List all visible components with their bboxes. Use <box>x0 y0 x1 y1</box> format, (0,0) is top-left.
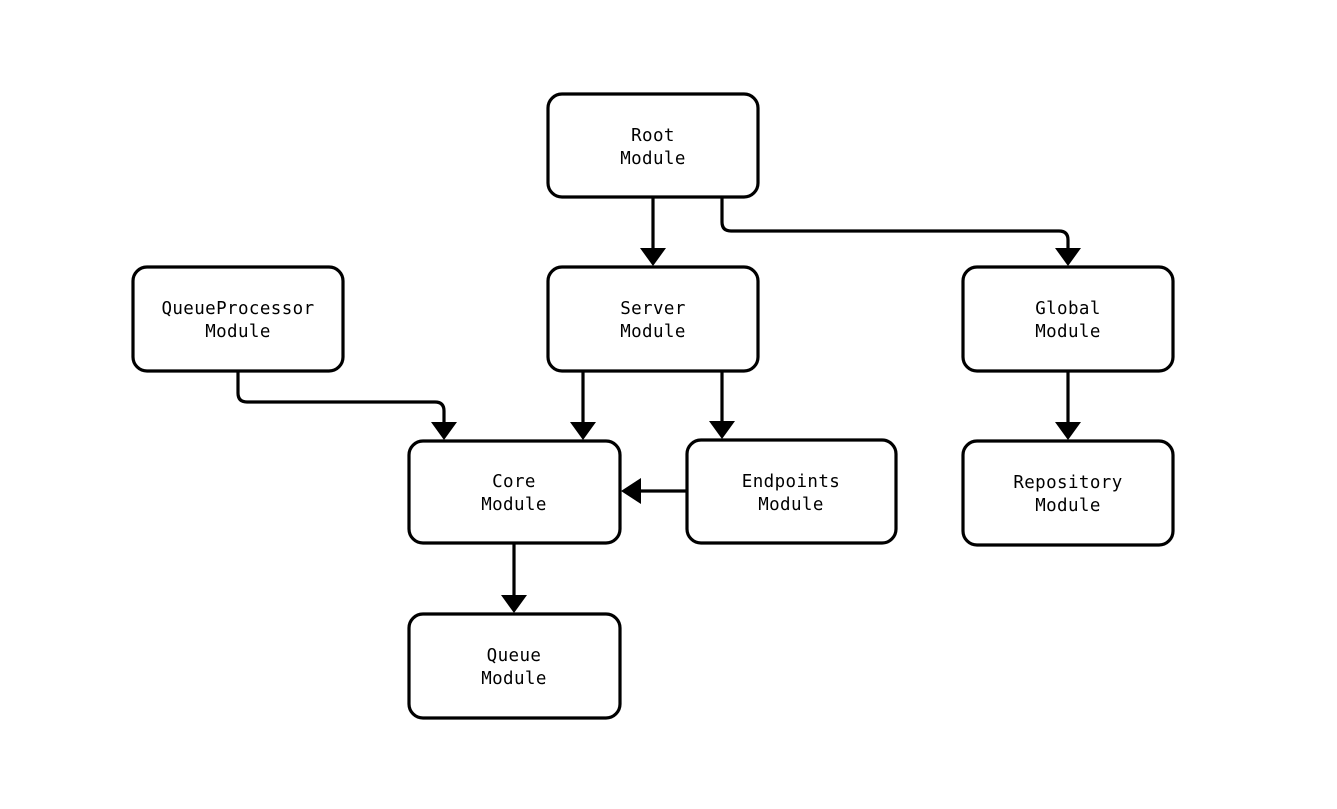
node-queue-module[interactable]: Queue Module <box>407 612 622 720</box>
node-queue-module-label-line1: Queue <box>487 646 542 666</box>
node-queue-module-label-line2: Module <box>481 669 547 689</box>
edge-queueprocessor-to-core <box>236 371 457 440</box>
node-queueprocessor-module-label-line2: Module <box>205 322 271 342</box>
edge-endpoints-to-core-arrowhead <box>621 478 641 504</box>
edge-core-to-queue <box>501 543 527 613</box>
edge-root-to-server <box>640 197 666 266</box>
node-endpoints-module-label-line2: Module <box>758 495 824 515</box>
edge-server-to-core <box>570 371 596 440</box>
node-queueprocessor-module-label-line1: QueueProcessor <box>161 299 314 319</box>
node-root-module[interactable]: Root Module <box>546 92 760 199</box>
node-global-module-label-line1: Global <box>1035 299 1101 319</box>
node-repository-module-label-line1: Repository <box>1013 473 1122 493</box>
node-queue-module-box[interactable] <box>407 612 622 720</box>
node-repository-module-label-line2: Module <box>1035 496 1101 516</box>
node-global-module[interactable]: Global Module <box>961 265 1175 373</box>
node-server-module-label-line2: Module <box>620 322 686 342</box>
node-root-module-box[interactable] <box>546 92 760 199</box>
node-global-module-box[interactable] <box>961 265 1175 373</box>
node-root-module-label-line2: Module <box>620 149 686 169</box>
node-core-module-label-line1: Core <box>492 472 536 492</box>
node-global-module-label-line2: Module <box>1035 322 1101 342</box>
node-root-module-label-line1: Root <box>631 126 675 146</box>
node-core-module-box[interactable] <box>407 439 622 545</box>
node-endpoints-module[interactable]: Endpoints Module <box>685 438 898 545</box>
edge-queueprocessor-to-core-arrowhead <box>431 422 457 440</box>
node-server-module[interactable]: Server Module <box>546 265 760 373</box>
node-queueprocessor-module-box[interactable] <box>131 265 345 373</box>
edge-global-to-repository <box>1055 371 1081 440</box>
node-server-module-label-line1: Server <box>620 299 686 319</box>
edge-root-to-server-arrowhead <box>640 248 666 266</box>
edge-core-to-queue-arrowhead <box>501 595 527 613</box>
node-core-module-label-line2: Module <box>481 495 547 515</box>
edge-root-to-global-arrowhead <box>1055 248 1081 266</box>
edge-server-to-endpoints-arrowhead <box>709 421 735 439</box>
edge-server-to-core-arrowhead <box>570 422 596 440</box>
node-endpoints-module-box[interactable] <box>685 438 898 545</box>
node-endpoints-module-label-line1: Endpoints <box>742 472 840 492</box>
edge-global-to-repository-arrowhead <box>1055 422 1081 440</box>
node-repository-module[interactable]: Repository Module <box>961 439 1175 547</box>
node-repository-module-box[interactable] <box>961 439 1175 547</box>
node-core-module[interactable]: Core Module <box>407 439 622 545</box>
node-queueprocessor-module[interactable]: QueueProcessor Module <box>131 265 345 373</box>
edge-queueprocessor-to-core-line <box>236 371 446 424</box>
edge-endpoints-to-core <box>621 478 687 504</box>
node-server-module-box[interactable] <box>546 265 760 373</box>
edge-server-to-endpoints <box>709 371 735 439</box>
edge-root-to-global-line <box>720 197 1070 250</box>
edge-root-to-global <box>720 197 1081 266</box>
